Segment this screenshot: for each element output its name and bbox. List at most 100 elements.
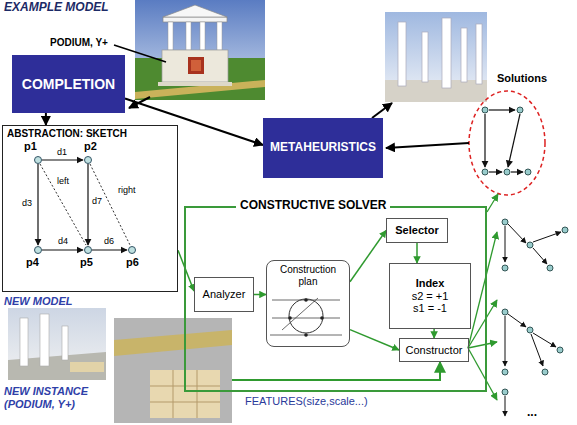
example-model-picture [163, 17, 227, 22]
example-model-picture [186, 22, 191, 50]
example-model-picture [217, 22, 222, 50]
sketch-graph [42, 159, 83, 160]
sketch-graph [129, 247, 136, 254]
sketch-graph [87, 164, 88, 245]
solution-trees [533, 333, 556, 347]
solver-output-lines [468, 348, 497, 400]
flow-arrow [386, 143, 469, 148]
solution-trees [502, 369, 508, 375]
solution-trees [531, 334, 543, 366]
section-heading: EXAMPLE MODEL [4, 1, 109, 15]
sketch-graph [40, 164, 86, 245]
process-box: Analyzer [194, 277, 254, 312]
solutions-ellipse [508, 114, 520, 167]
example-model-picture [200, 22, 205, 50]
new-instance-picture [114, 330, 232, 356]
box-text: Index [416, 277, 445, 290]
connector [350, 330, 399, 350]
solution-model-picture [476, 24, 482, 84]
connector [254, 294, 266, 296]
solver-frame: SelectorAnalyzer Construction plan Indexs2… [184, 206, 487, 392]
new-model-picture [8, 308, 106, 380]
solver-output-lines [487, 194, 498, 212]
solutions-ellipse [504, 169, 510, 175]
new-instance-picture [173, 370, 174, 418]
example-model-picture [135, 0, 265, 100]
box-text: Constructor [406, 344, 463, 357]
box-text: Selector [395, 224, 438, 237]
index-box: Indexs2 = +1s1 = -1 [389, 263, 471, 329]
sketch-graph [85, 247, 92, 254]
example-model-picture [163, 5, 227, 17]
construction-plan-figure [289, 299, 323, 333]
solution-trees [533, 248, 547, 264]
plan-box: Construction plan [266, 260, 350, 347]
construction-plan-figure [320, 316, 324, 320]
construction-plan-figure [304, 298, 308, 302]
sketch-graph [90, 164, 130, 245]
solution-model-picture [385, 12, 487, 102]
solution-trees [562, 227, 568, 233]
process-box: METAHEURISTICS [263, 118, 383, 178]
solution-trees [502, 309, 508, 315]
example-model-picture [191, 60, 201, 71]
construction-plan-figure [288, 316, 292, 320]
solution-model-picture [442, 18, 451, 88]
construction-plan-figure [272, 318, 340, 319]
solver-output-lines [232, 362, 440, 380]
new-model-picture [62, 326, 68, 360]
example-model-picture [188, 57, 204, 74]
process-box: COMPLETION [12, 55, 125, 113]
solution-trees [508, 314, 526, 327]
solver-output-lines [468, 342, 497, 348]
ellipsis: ... [527, 406, 537, 420]
solver-output-lines [468, 300, 497, 348]
box-text: s2 = +1 [412, 290, 449, 303]
solutions-ellipse [511, 171, 523, 172]
box-text: Analyzer [203, 288, 246, 301]
process-box: Constructor [399, 338, 469, 362]
box-text: METAHEURISTICS [270, 141, 376, 155]
solver-output-lines [468, 232, 497, 348]
new-model-picture [40, 314, 49, 366]
solutions-ellipse [484, 114, 485, 167]
point-label: p1 [24, 140, 37, 153]
example-model-picture [158, 82, 232, 86]
solution-trees [505, 316, 506, 366]
solutions-ellipse [482, 169, 488, 175]
connector [433, 329, 435, 338]
box-text: s1 = -1 [413, 302, 447, 315]
distance-label: d6 [104, 236, 114, 246]
construction-plan-figure [282, 298, 318, 330]
solution-trees [527, 242, 533, 248]
solutions-ellipse [469, 91, 545, 195]
solution-model-picture [422, 32, 428, 82]
sketch-graph [85, 157, 92, 164]
sketch-graph [92, 249, 127, 250]
connector [178, 250, 194, 291]
solutions-ellipse [469, 91, 545, 195]
distance-label: d1 [57, 147, 67, 157]
feature-label: FEATURES(size,scale...) [245, 395, 368, 408]
connector [125, 99, 263, 146]
solution-trees [557, 347, 563, 353]
connector [45, 113, 47, 125]
solution-trees [505, 396, 506, 416]
new-instance-picture [114, 318, 232, 423]
distance-label: d4 [58, 236, 68, 246]
solutions-ellipse [489, 171, 502, 172]
new-instance-picture [150, 402, 220, 403]
point-label: p5 [80, 256, 93, 269]
section-heading: Solutions [497, 72, 547, 85]
new-instance-picture [197, 370, 198, 418]
solutions-ellipse [525, 169, 531, 175]
section-heading: NEW INSTANCE (PODIUM, Y+) [4, 385, 109, 410]
solution-trees [527, 327, 533, 333]
relation-label: left [57, 176, 69, 186]
solution-trees [542, 369, 548, 375]
point-label: p4 [26, 256, 39, 269]
feature-label: PODIUM, Y+ [50, 37, 108, 49]
flow-arrow [372, 103, 392, 118]
construction-plan-figure [270, 298, 342, 337]
solution-trees [505, 226, 506, 262]
